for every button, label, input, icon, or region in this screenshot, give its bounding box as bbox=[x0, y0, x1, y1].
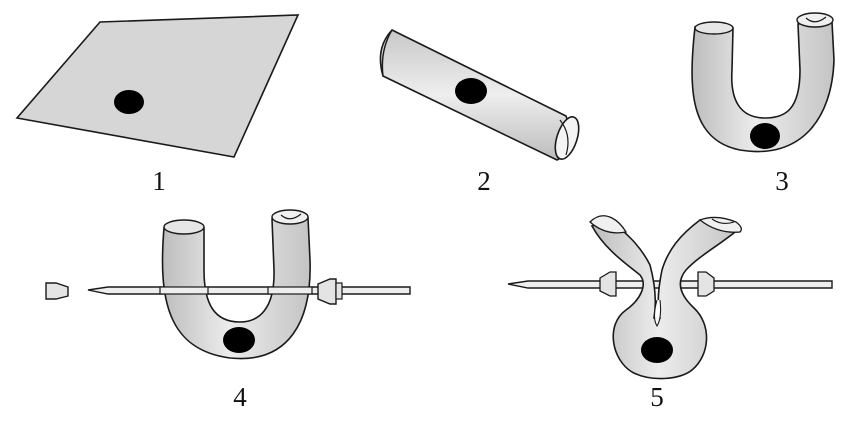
step-4-needle-cap bbox=[45, 282, 69, 300]
step-5-assembly bbox=[507, 215, 833, 380]
step-4-dot bbox=[223, 327, 255, 353]
step-1-label: 1 bbox=[152, 166, 166, 196]
step-3-u-tube bbox=[691, 12, 835, 153]
step-2-label: 2 bbox=[477, 166, 491, 196]
step-5-label: 5 bbox=[650, 382, 664, 412]
step-3-label: 3 bbox=[775, 166, 789, 196]
step-1-dot bbox=[114, 90, 144, 114]
step-2-tube bbox=[379, 29, 580, 161]
step-4-needle bbox=[87, 286, 411, 295]
step-1-sheet bbox=[15, 14, 300, 158]
step-4-label: 4 bbox=[233, 382, 247, 412]
step-2-dot bbox=[455, 78, 487, 104]
step-5-dot bbox=[641, 337, 673, 363]
step-3-dot bbox=[750, 123, 780, 149]
step-4-needle-assembly bbox=[45, 209, 411, 360]
